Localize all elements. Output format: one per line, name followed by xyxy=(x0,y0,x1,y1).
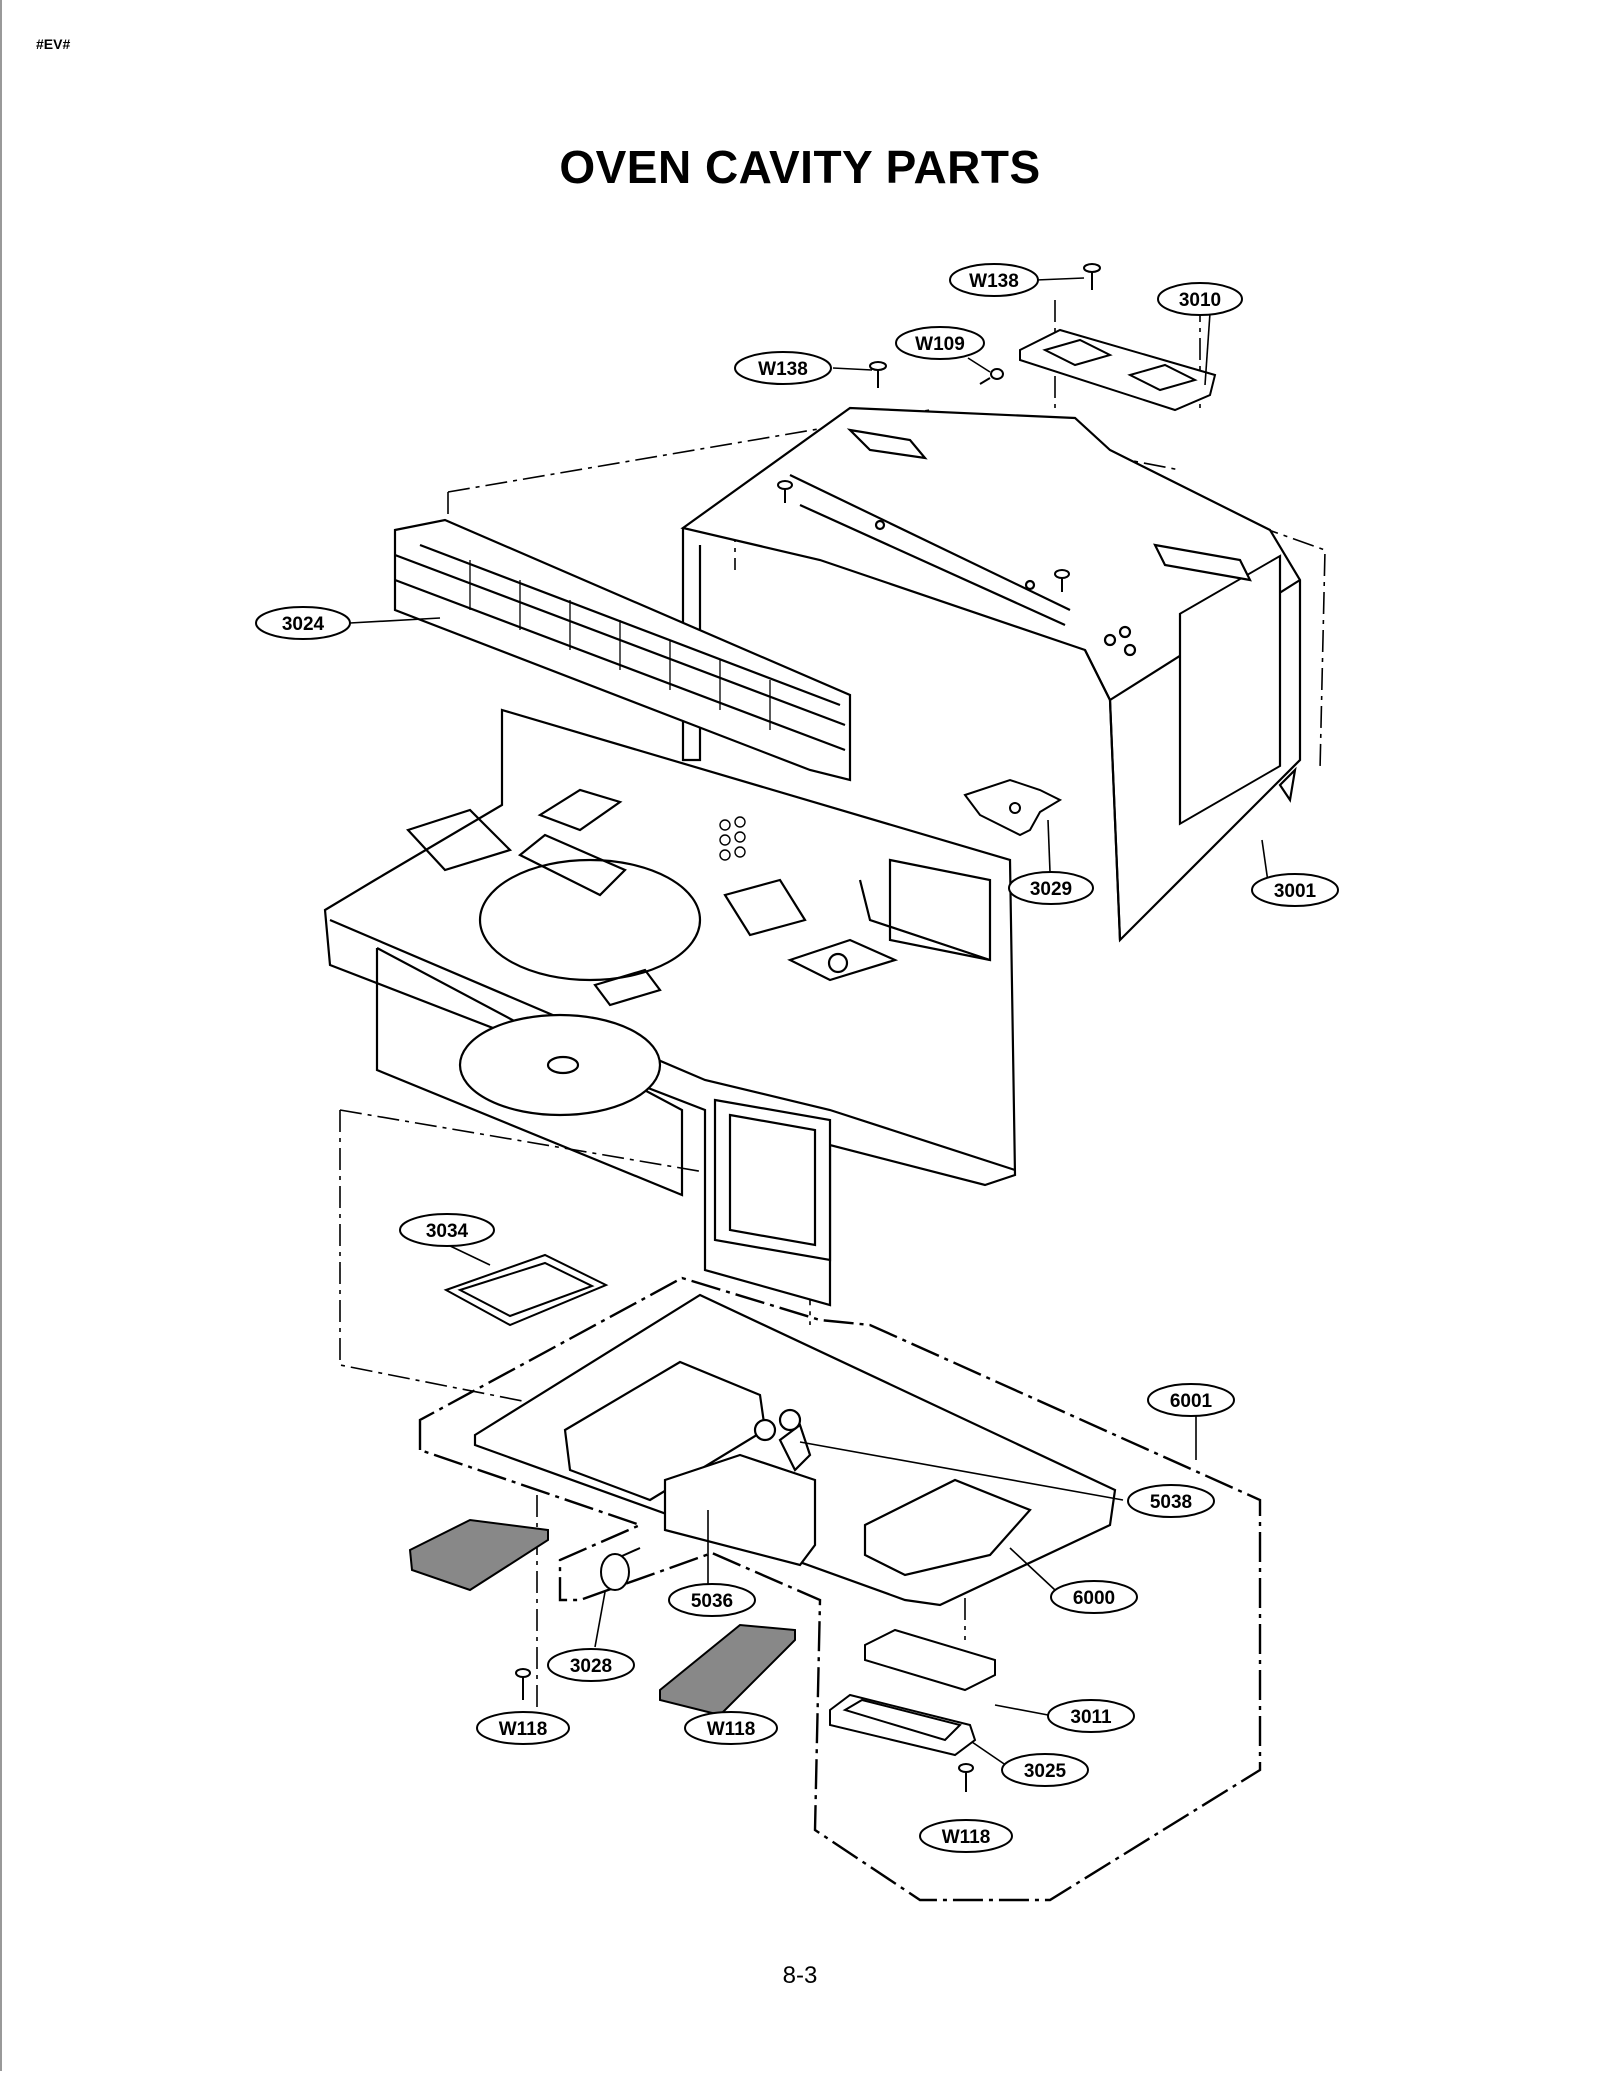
callout-3025: 3025 xyxy=(1001,1753,1089,1787)
callout-w109: W109 xyxy=(895,326,985,360)
callout-w118-mid: W118 xyxy=(684,1711,778,1745)
callout-label: 3011 xyxy=(1070,1707,1112,1728)
callout-3011: 3011 xyxy=(1047,1699,1135,1733)
callout-label: W109 xyxy=(915,334,965,355)
callout-label: 5036 xyxy=(691,1591,733,1612)
vent-grille-3024 xyxy=(393,518,852,782)
callout-5036: 5036 xyxy=(668,1583,756,1617)
document-code: #EV# xyxy=(36,36,71,52)
callout-label: W138 xyxy=(969,271,1019,292)
callout-6001: 6001 xyxy=(1147,1383,1235,1417)
base-plate-6000 xyxy=(473,1293,1117,1607)
callout-label: W118 xyxy=(499,1719,548,1740)
leader-lines xyxy=(349,277,1269,1771)
callout-label: 3034 xyxy=(426,1221,469,1242)
callout-3010: 3010 xyxy=(1157,282,1243,316)
callout-label: 3001 xyxy=(1274,881,1317,902)
callout-w118-bottom: W118 xyxy=(919,1819,1013,1853)
oven-cavity xyxy=(323,708,1017,1307)
grease-filter-left xyxy=(408,1518,549,1592)
callout-3028: 3028 xyxy=(547,1648,635,1682)
callout-label: 6000 xyxy=(1073,1588,1115,1609)
callout-label: W138 xyxy=(758,359,808,380)
callout-3024: 3024 xyxy=(255,606,351,640)
callout-label: W118 xyxy=(707,1719,756,1740)
lamp-cover-3011 xyxy=(864,1628,996,1692)
callout-w138-mid: W138 xyxy=(734,351,832,385)
callout-w138-top: W138 xyxy=(949,263,1039,297)
callout-label: 5038 xyxy=(1150,1492,1192,1513)
screw-w138-top-icon xyxy=(1083,263,1101,290)
callout-label: 3025 xyxy=(1024,1761,1067,1782)
callout-label: 3028 xyxy=(570,1656,612,1677)
outer-case-3001 xyxy=(680,406,1302,943)
grease-filter-mid xyxy=(659,1623,796,1717)
callout-label: 6001 xyxy=(1170,1391,1213,1412)
top-plate-3010 xyxy=(1019,328,1217,412)
screw-w118-bottom-icon xyxy=(958,1763,974,1792)
callout-label: W118 xyxy=(942,1827,991,1848)
boundary-6001 xyxy=(418,1276,1262,1902)
screw-w138-mid-icon xyxy=(869,361,887,388)
callout-3029: 3029 xyxy=(1008,871,1094,905)
lamp-holder-3025 xyxy=(829,1693,977,1757)
callout-label: 3029 xyxy=(1030,879,1072,900)
screw-cabinet-icon xyxy=(777,480,1070,592)
page-title: OVEN CAVITY PARTS xyxy=(559,141,1041,193)
screw-w118-left-icon xyxy=(515,1668,531,1700)
lamp-3028 xyxy=(600,1547,641,1591)
callout-label: 3010 xyxy=(1179,290,1221,311)
callout-6000: 6000 xyxy=(1050,1580,1138,1614)
cover-3034 xyxy=(443,1253,609,1327)
bracket-3029 xyxy=(963,778,1063,837)
callout-w118-left: W118 xyxy=(476,1711,570,1745)
callout-5038: 5038 xyxy=(1127,1484,1215,1518)
callout-label: 3024 xyxy=(282,614,325,635)
callout-3001: 3001 xyxy=(1251,873,1339,907)
callout-3034: 3034 xyxy=(399,1213,495,1247)
page-number: 8-3 xyxy=(782,1962,818,1989)
screw-w109-icon xyxy=(979,368,1004,385)
